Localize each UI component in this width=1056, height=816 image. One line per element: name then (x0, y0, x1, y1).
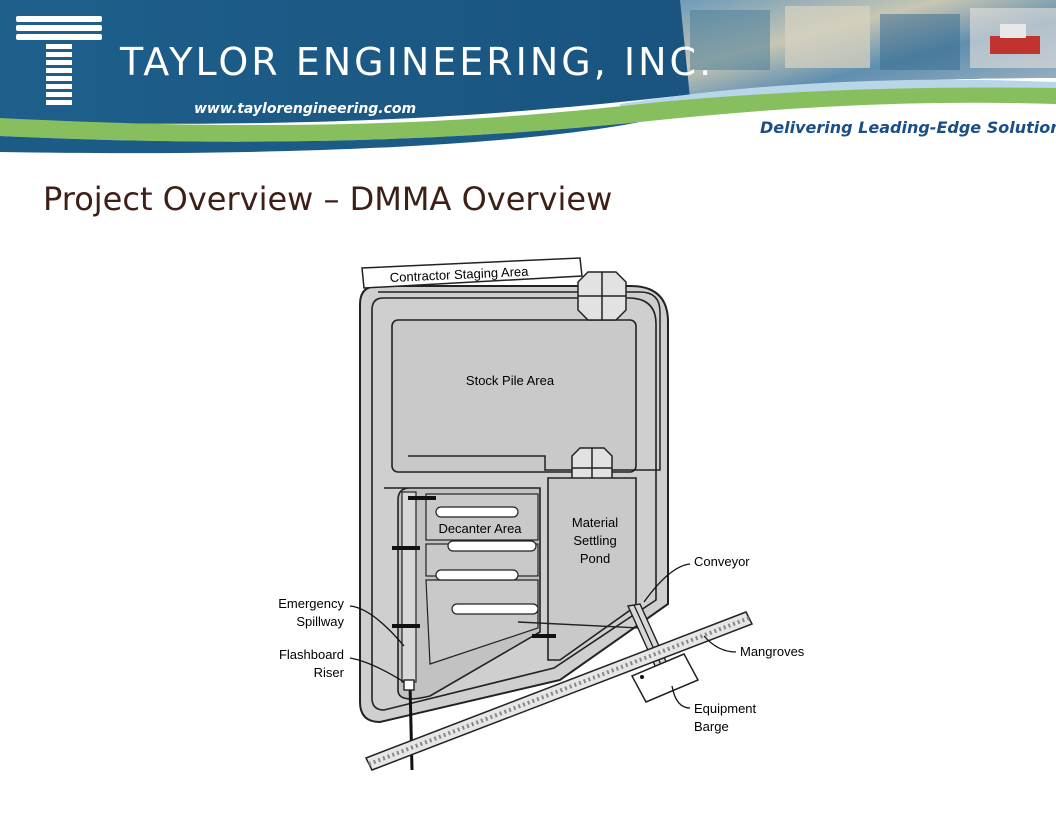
material-settling-pond (547, 477, 637, 661)
label-emergency-line2: Spillway (296, 614, 344, 629)
label-flashboard-line2: Riser (314, 665, 345, 680)
inner-berm-line (371, 297, 657, 711)
emergency-spillway-channel (401, 491, 417, 683)
spillway-boards (392, 496, 556, 638)
label-flashboard-line1: Flashboard (279, 647, 344, 662)
contractor-staging-area: Contractor Staging Area (361, 257, 583, 289)
flashboard-riser-outfall (408, 683, 414, 771)
label-settling-line2: Settling (573, 533, 616, 548)
flashboard-riser (403, 679, 415, 691)
header-background (0, 0, 1056, 160)
tagline: Delivering Leading-Edge Solutions (760, 118, 1056, 137)
label-stock-pile: Stock Pile Area (466, 373, 555, 388)
leader-lines (349, 563, 737, 709)
label-barge-line2: Barge (694, 719, 729, 734)
label-barge-line1: Equipment (694, 701, 757, 716)
label-settling-line1: Material (572, 515, 618, 530)
stock-pile-area (391, 319, 637, 473)
label-contractor-staging: Contractor Staging Area (389, 264, 529, 285)
slide-title: Project Overview – DMMA Overview (43, 180, 613, 218)
website-url[interactable]: www.taylorengineering.com (194, 101, 417, 117)
label-decanter: Decanter Area (438, 521, 522, 536)
decanter-baffles (435, 506, 539, 615)
mangroves-shoreline (364, 611, 754, 771)
dmma-site-diagram: Contractor Staging Area Stock Pile (278, 257, 805, 771)
header-banner: TAYLOR ENGINEERING, INC. www.taylorengin… (0, 0, 1056, 160)
top-right-junction (577, 271, 627, 321)
transfer-pipe (517, 621, 641, 629)
photo-montage (680, 0, 1056, 98)
company-logo (16, 16, 102, 105)
label-emergency-line1: Emergency (278, 596, 344, 611)
label-mangroves: Mangroves (740, 644, 805, 659)
company-name: TAYLOR ENGINEERING, INC. (120, 40, 715, 84)
label-conveyor: Conveyor (694, 554, 750, 569)
equipment-barge (630, 653, 700, 703)
label-settling-line3: Pond (580, 551, 610, 566)
